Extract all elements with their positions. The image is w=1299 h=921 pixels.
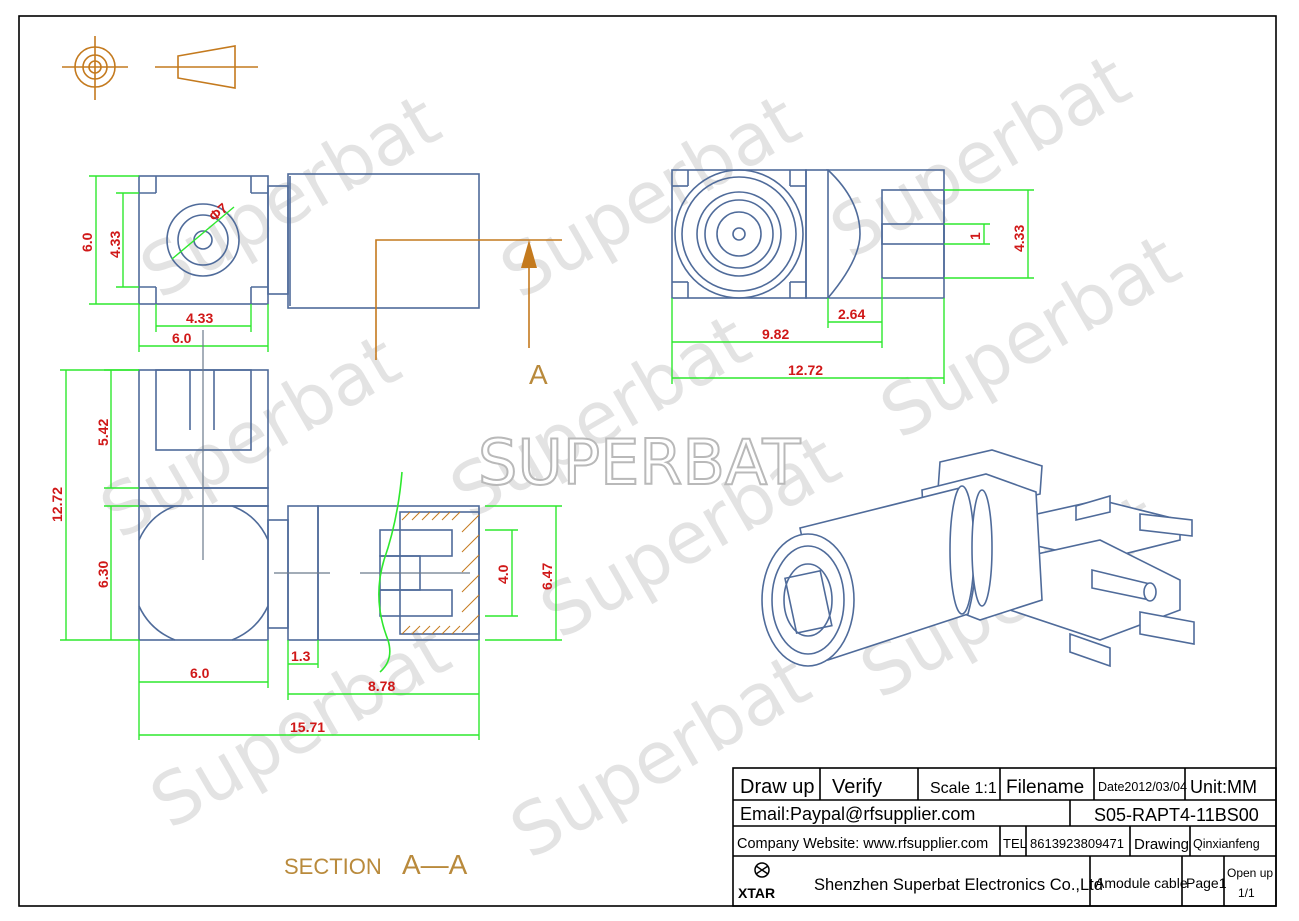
tb-drawer: Qinxianfeng — [1193, 837, 1260, 851]
dim-top-body-len: 9.82 — [762, 326, 789, 342]
tb-product: Amodule cable — [1095, 875, 1188, 891]
watermarks: Superbat Superbat Superbat Superbat Supe… — [87, 37, 1194, 874]
dim-total-length: 15.71 — [290, 719, 325, 735]
drawing-frame — [18, 15, 1277, 907]
section-caption: SECTION A—A — [284, 849, 468, 880]
tb-email: Email:Paypal@rfsupplier.com — [740, 804, 975, 824]
watermark: Superbat — [867, 217, 1194, 454]
dim-top-height: 4.33 — [1011, 225, 1027, 252]
dim-section-length: 8.78 — [368, 678, 395, 694]
dim-front-height-inner: 4.33 — [107, 231, 123, 258]
tb-scale: Scale 1:1 — [930, 780, 997, 797]
title-block: Draw up Verify Scale 1:1 Filename Date20… — [732, 767, 1277, 907]
dim-top-pin-len: 2.64 — [838, 306, 865, 322]
tb-open-up-value: 1/1 — [1238, 886, 1255, 900]
section-letter: A — [529, 359, 548, 390]
dim-section-inner: 4.0 — [495, 564, 511, 584]
section-letters: A—A — [402, 849, 468, 880]
tb-date: Date2012/03/04 — [1098, 780, 1187, 794]
dim-section-step: 1.3 — [291, 648, 311, 664]
dim-top-total-len: 12.72 — [788, 362, 823, 378]
dim-front-width-inner: 4.33 — [186, 310, 213, 326]
section-indicator: A — [375, 239, 562, 390]
xtar-logo: XTAR — [738, 862, 775, 901]
watermark: Superbat — [487, 77, 814, 314]
top-view — [671, 169, 945, 299]
watermark: Superbat — [87, 317, 414, 554]
tb-unit: Unit:MM — [1190, 777, 1257, 797]
side-view-dims: 12.72 5.42 6.30 6.0 1.3 8.78 15.71 4.0 6… — [49, 369, 562, 740]
dim-side-lower: 6.30 — [95, 561, 111, 588]
tb-verify: Verify — [832, 776, 882, 798]
section-view — [267, 471, 480, 673]
tb-drawing: Drawing — [1134, 836, 1189, 853]
dim-side-total-height: 12.72 — [49, 487, 65, 522]
tb-part-number: S05-RAPT4-11BS00 — [1094, 805, 1259, 825]
dim-section-outer: 6.47 — [539, 563, 555, 590]
tb-tel-label: TEL — [1003, 836, 1027, 851]
tb-draw-up: Draw up — [740, 776, 814, 798]
tb-logo: XTAR — [738, 885, 775, 901]
tb-company: Shenzhen Superbat Electronics Co.,Ltd — [814, 876, 1103, 894]
dim-side-upper: 5.42 — [95, 419, 111, 446]
tb-tel: 8613923809471 — [1030, 836, 1124, 851]
tb-website: Company Website: www.rfsupplier.com — [737, 836, 988, 852]
tb-page: Page1 — [1186, 875, 1227, 891]
dim-front-width-outer: 6.0 — [172, 330, 192, 346]
dim-top-pin: 1 — [967, 232, 983, 240]
tb-open-up: Open up — [1227, 866, 1273, 880]
dim-front-height-outer: 6.0 — [79, 232, 95, 252]
projection-symbol — [62, 36, 258, 100]
watermark-center: SUPERBAT — [478, 426, 802, 499]
top-view-dims: 1 4.33 2.64 9.82 12.72 — [671, 189, 1034, 384]
tb-filename: Filename — [1006, 777, 1084, 798]
section-label: SECTION — [284, 854, 382, 879]
side-view — [138, 330, 269, 641]
front-view-dims: 6.0 4.33 4.33 6.0 — [79, 175, 269, 352]
dim-side-width: 6.0 — [190, 665, 210, 681]
isometric-view — [761, 449, 1195, 668]
